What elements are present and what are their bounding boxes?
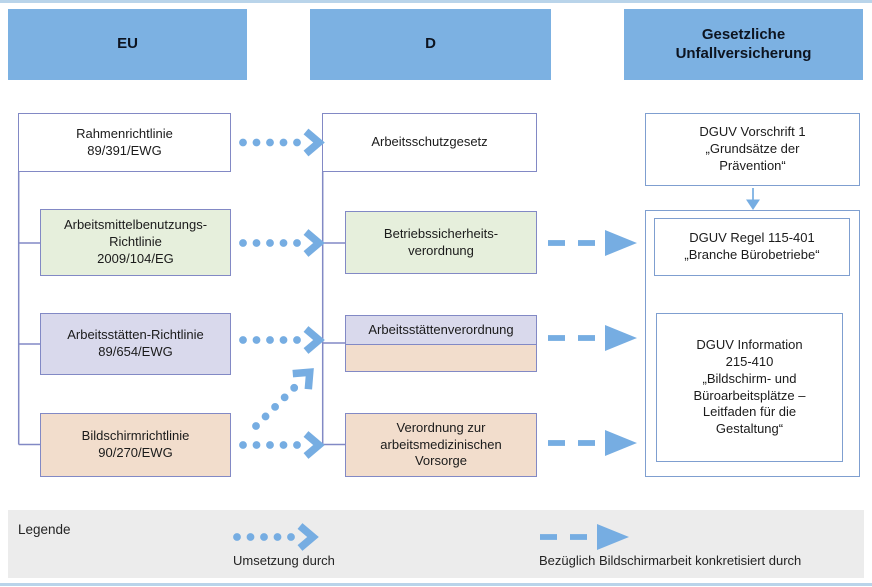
dashed-arrow-vmedv-to-dguv-info — [548, 430, 637, 456]
box-betriebssicherheitsverordnung: Betriebssicherheits- verordnung — [345, 211, 537, 274]
column-header-unfallversicherung: Gesetzliche Unfallversicherung — [624, 9, 863, 80]
box-dguv-regel-115-401-text: DGUV Regel 115-401 „Branche Bürobetriebe… — [684, 230, 820, 262]
box-arbeitsschutzgesetz-text: Arbeitsschutzgesetz — [371, 134, 488, 150]
box-arbeitsschutzgesetz: Arbeitsschutzgesetz — [322, 113, 537, 172]
top-border-line — [0, 0, 872, 3]
box-rahmenrichtlinie-text: Rahmenrichtlinie 89/391/EWG — [76, 125, 173, 158]
box-arbeitsstaetten-richtlinie: Arbeitsstätten-Richtlinie 89/654/EWG — [40, 313, 231, 375]
box-dguv-information-215-410-text: DGUV Information 215-410 „Bildschirm- un… — [693, 336, 806, 437]
dashed-arrow-betrsichv-to-dguv-regel — [548, 230, 637, 256]
box-arbeitsstaettenverordnung-text: Arbeitsstättenverordnung — [368, 321, 514, 337]
column-header-d: D — [310, 9, 551, 80]
bottom-border-line — [0, 583, 872, 586]
box-dguv-vorschrift-1: DGUV Vorschrift 1 „Grundsätze der Präven… — [645, 113, 860, 186]
box-verordnung-arbeitsmedizinische-vorsorge-text: Verordnung zur arbeitsmedizinischen Vors… — [380, 419, 502, 469]
dashed-arrow-arbstaettv-to-dguv-info — [548, 325, 637, 351]
box-verordnung-arbeitsmedizinische-vorsorge: Verordnung zur arbeitsmedizinischen Vors… — [345, 413, 537, 477]
box-dguv-vorschrift-1-text: DGUV Vorschrift 1 „Grundsätze der Präven… — [699, 124, 806, 173]
dotted-arrow-bildschirm-to-vmedv — [240, 434, 319, 456]
box-arbeitsstaettenverordnung-label-area: Arbeitsstättenverordnung — [346, 316, 536, 345]
d-tree-connector — [321, 172, 345, 446]
box-dguv-information-215-410: DGUV Information 215-410 „Bildschirm- un… — [656, 313, 843, 462]
column-header-eu: EU — [8, 9, 247, 80]
box-arbeitsmittelbenutzungs-richtlinie-text: Arbeitsmittelbenutzungs- Richtlinie 2009… — [63, 217, 208, 266]
box-rahmenrichtlinie: Rahmenrichtlinie 89/391/EWG — [18, 113, 231, 172]
dotted-arrow-arbmittel-to-betrsichv — [240, 232, 319, 254]
eu-tree-connector — [17, 172, 40, 446]
dotted-arrow-bildschirm-to-arbstaettv-diagonal — [246, 364, 318, 436]
box-bildschirmrichtlinie-text: Bildschirmrichtlinie 90/270/EWG — [81, 428, 190, 460]
dotted-arrow-rahmen-to-arbschg — [240, 132, 319, 154]
box-arbeitsmittelbenutzungs-richtlinie: Arbeitsmittelbenutzungs- Richtlinie 2009… — [40, 209, 231, 276]
box-arbeitsstaettenverordnung: Arbeitsstättenverordnung — [345, 315, 537, 372]
dotted-arrow-arbstaett-rl-to-arbstaettv — [240, 329, 319, 351]
box-arbeitsstaettenverordnung-empty-area — [346, 345, 536, 371]
down-arrow-dguv1-to-group — [746, 188, 760, 210]
box-arbeitsstaetten-richtlinie-text: Arbeitsstätten-Richtlinie 89/654/EWG — [67, 327, 204, 359]
box-betriebssicherheitsverordnung-text: Betriebssicherheits- verordnung — [383, 225, 499, 258]
legend-label-umsetzung-durch: Umsetzung durch — [233, 553, 335, 568]
box-dguv-regel-115-401: DGUV Regel 115-401 „Branche Bürobetriebe… — [654, 218, 850, 276]
legend: Legende Umsetzung durch Bezüglich Bildsc… — [8, 510, 864, 578]
legend-label-konkretisiert-durch: Bezüglich Bildschirmarbeit konkretisiert… — [539, 553, 802, 568]
legend-title: Legende — [18, 522, 71, 537]
box-bildschirmrichtlinie: Bildschirmrichtlinie 90/270/EWG — [40, 413, 231, 477]
